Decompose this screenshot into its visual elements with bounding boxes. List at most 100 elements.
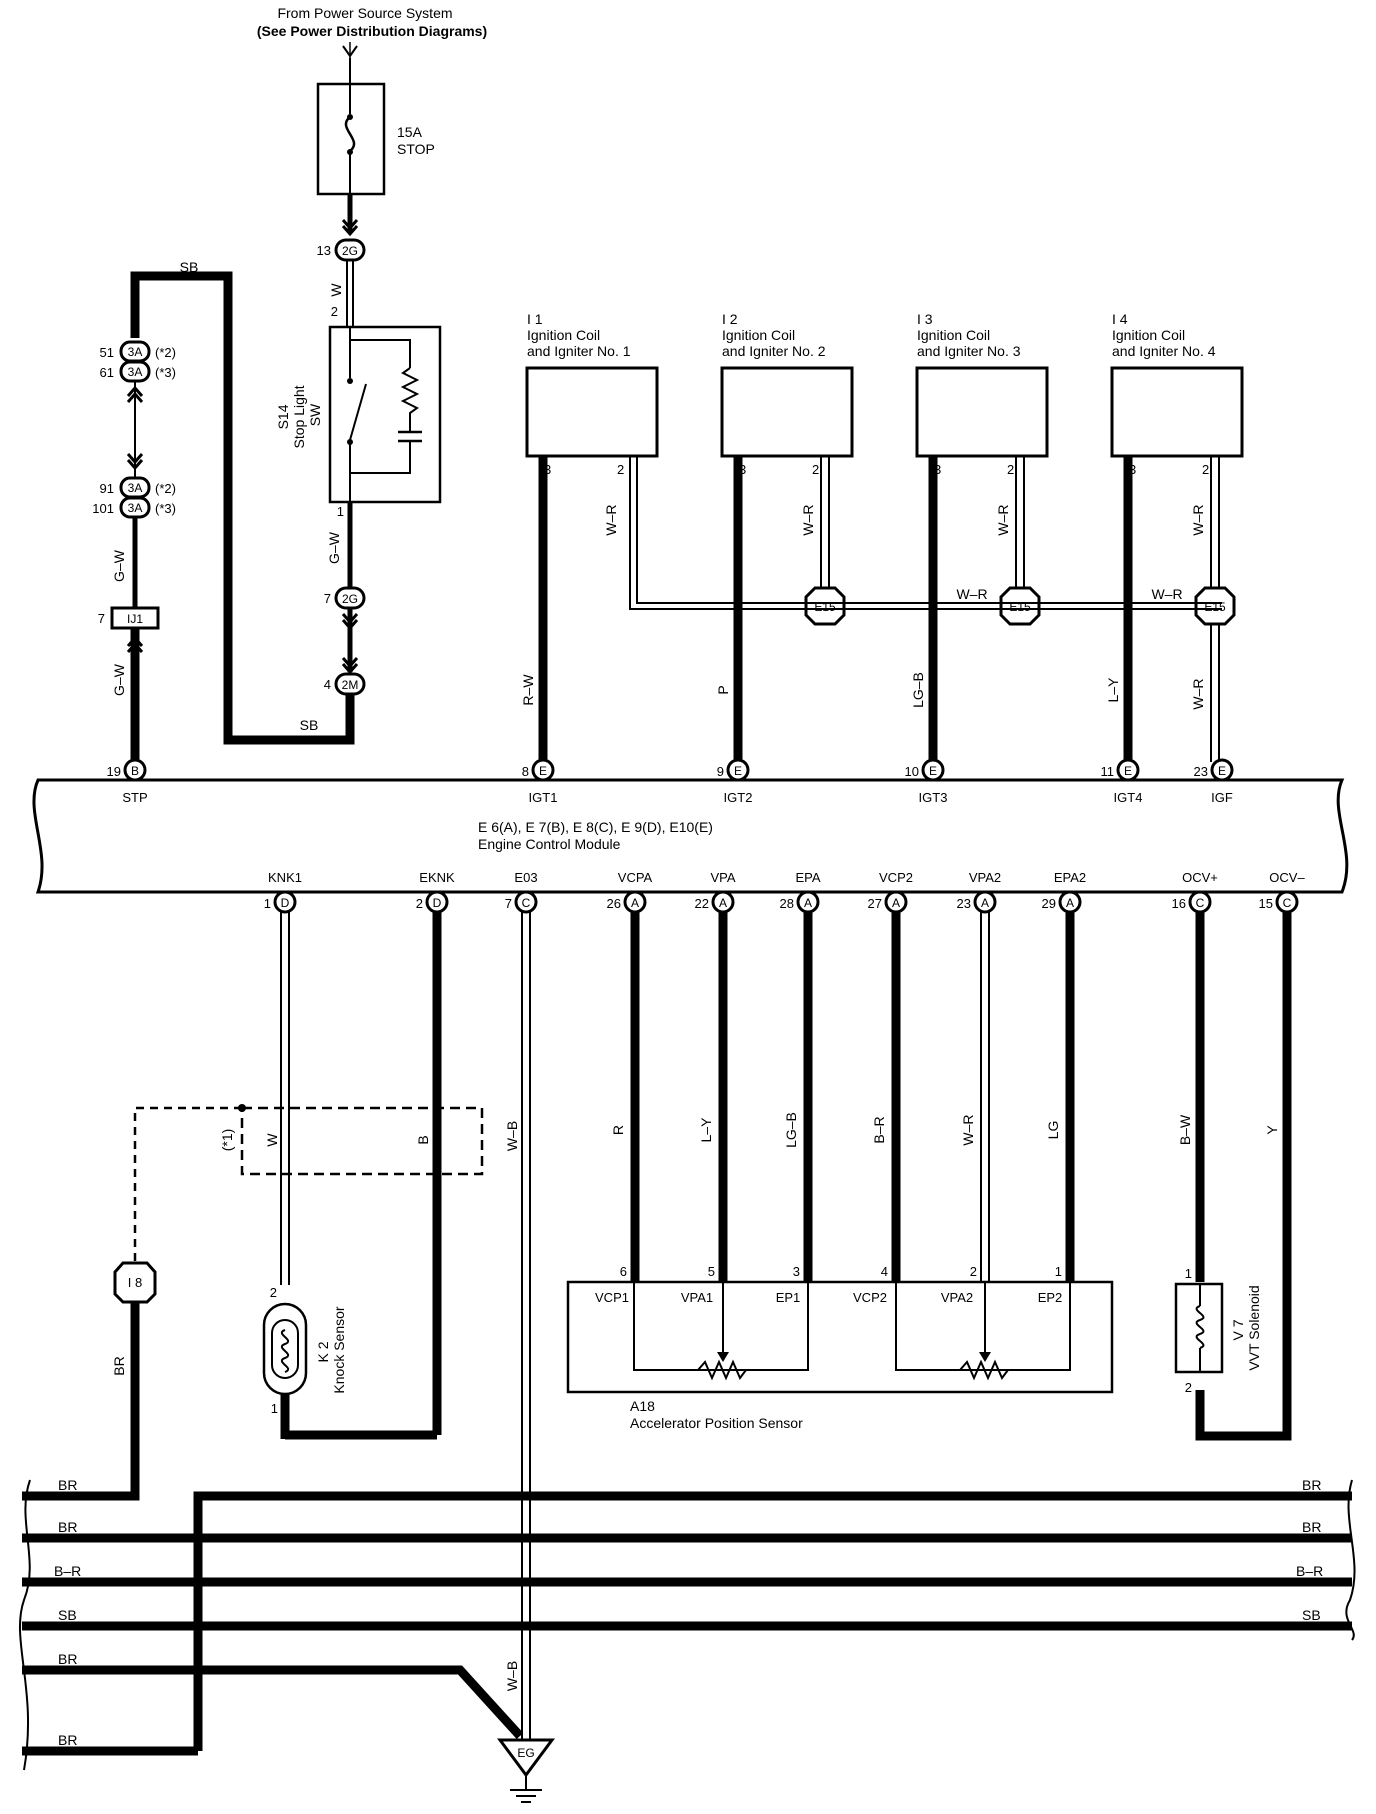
coil-pin2: 2: [617, 462, 624, 477]
c3a51-pin: 51: [100, 345, 114, 360]
terminal-pin: 27: [868, 896, 882, 911]
terminal-pin: 8: [522, 764, 529, 779]
igf-wr-label: W–R: [1190, 678, 1206, 709]
ground-eg: [497, 1738, 555, 1803]
terminal-label: KNK1: [268, 870, 302, 885]
terminal-pin: 22: [695, 896, 709, 911]
terminal-conn: A: [1066, 896, 1074, 910]
bus-br-l6: BR: [58, 1732, 77, 1748]
c2g13-code: 2G: [342, 244, 358, 258]
terminal-conn: E: [734, 764, 742, 778]
aps-pin: 1: [1055, 1264, 1062, 1279]
coil-wire-label: L–Y: [1105, 677, 1121, 703]
coil-pin3: 3: [544, 462, 551, 477]
terminal-pin: 16: [1172, 896, 1186, 911]
c3a101-code: 3A: [128, 501, 143, 515]
knock-name: Knock Sensor: [331, 1306, 347, 1393]
terminal-label: IGT4: [1114, 790, 1143, 805]
coil-line2: and Igniter No. 3: [917, 343, 1021, 359]
terminal-label: OCV–: [1269, 870, 1305, 885]
terminal-conn: E: [1124, 764, 1132, 778]
c3a91-pin: 91: [100, 481, 114, 496]
terminal-label: VCP2: [879, 870, 913, 885]
coil-line1: Ignition Coil: [917, 327, 990, 343]
wire-wr-bus1: W–R: [956, 586, 987, 602]
terminal-conn: A: [631, 896, 639, 910]
terminal-label: VPA2: [969, 870, 1001, 885]
ij1-pin: 7: [98, 611, 105, 626]
ij1-code: IJ1: [127, 612, 143, 626]
terminal-label: E03: [514, 870, 537, 885]
terminal-conn: A: [804, 896, 812, 910]
coil-wr-label: W–R: [603, 504, 619, 535]
aps-terminal: VCP1: [595, 1290, 629, 1305]
wire-wb-1: W–B: [504, 1121, 520, 1151]
c2g13-pin: 13: [317, 243, 331, 258]
wire-bw: B–W: [1177, 1114, 1193, 1145]
coil-line1: Ignition Coil: [1112, 327, 1185, 343]
wire-gw-left1: G–W: [111, 549, 127, 582]
terminal-conn: B: [131, 764, 139, 778]
splice-e15: E15: [999, 586, 1041, 626]
knock-sensor: [262, 1302, 308, 1396]
c2g7-code: 2G: [342, 592, 358, 606]
terminal-label: OCV+: [1182, 870, 1218, 885]
aps-wire-label: B–R: [871, 1116, 887, 1143]
aps-wire-label: R: [610, 1125, 626, 1135]
coil-code: I 4: [1112, 311, 1128, 327]
terminal-pin: 23: [1194, 764, 1208, 779]
coil-line1: Ignition Coil: [527, 327, 600, 343]
connector-2m-4: 2M 4: [324, 672, 366, 696]
c3a101-note: (*3): [155, 501, 176, 516]
vvt-name: VVT Solenoid: [1246, 1285, 1262, 1370]
aps-code: A18: [630, 1398, 655, 1414]
ecm-bottom-terminals: KNK1D1EKNKD2E03C7VCPAA26VPAA22EPAA28VCP2…: [264, 870, 1305, 914]
vvt-pin-top: 1: [1185, 1266, 1192, 1281]
aps-wire-label: LG: [1045, 1121, 1061, 1140]
ground-label: EG: [517, 1746, 534, 1760]
c3a51-code: 3A: [128, 345, 143, 359]
c3a61-note: (*3): [155, 365, 176, 380]
splice-i8: I 8: [113, 1261, 157, 1304]
terminal-conn: E: [1218, 764, 1226, 778]
terminal-pin: 2: [416, 896, 423, 911]
aps-wire-label: W–R: [960, 1114, 976, 1145]
vvt-label: V 7 VVT Solenoid: [1230, 1285, 1262, 1370]
i8-label: I 8: [128, 1275, 142, 1290]
aps-terminal: EP2: [1038, 1290, 1063, 1305]
terminal-pin: 9: [717, 764, 724, 779]
terminal-conn: C: [1283, 896, 1292, 910]
bus-sb-r4: SB: [1302, 1607, 1321, 1623]
knock-pin-top: 2: [270, 1285, 277, 1300]
coil-pin3: 3: [739, 462, 746, 477]
knock-label: K 2 Knock Sensor: [315, 1306, 347, 1393]
wire-br-i8: BR: [111, 1356, 127, 1375]
wire-w-knk: W: [264, 1133, 280, 1147]
bus-br-r3: B–R: [1296, 1563, 1323, 1579]
vvt-solenoid: [1174, 1282, 1224, 1374]
bus-sb-l4: SB: [58, 1607, 77, 1623]
aps-terminal: VPA1: [681, 1290, 713, 1305]
source-arrow: [342, 42, 358, 58]
wire-wb-2: W–B: [504, 1661, 520, 1691]
terminal-conn: A: [892, 896, 900, 910]
terminal-conn: E: [929, 764, 937, 778]
wire-gw-left2: G–W: [111, 663, 127, 696]
splice-e15: E15: [1194, 586, 1236, 626]
coil-wr-label: W–R: [995, 504, 1011, 535]
aps-name: Accelerator Position Sensor: [630, 1415, 803, 1431]
